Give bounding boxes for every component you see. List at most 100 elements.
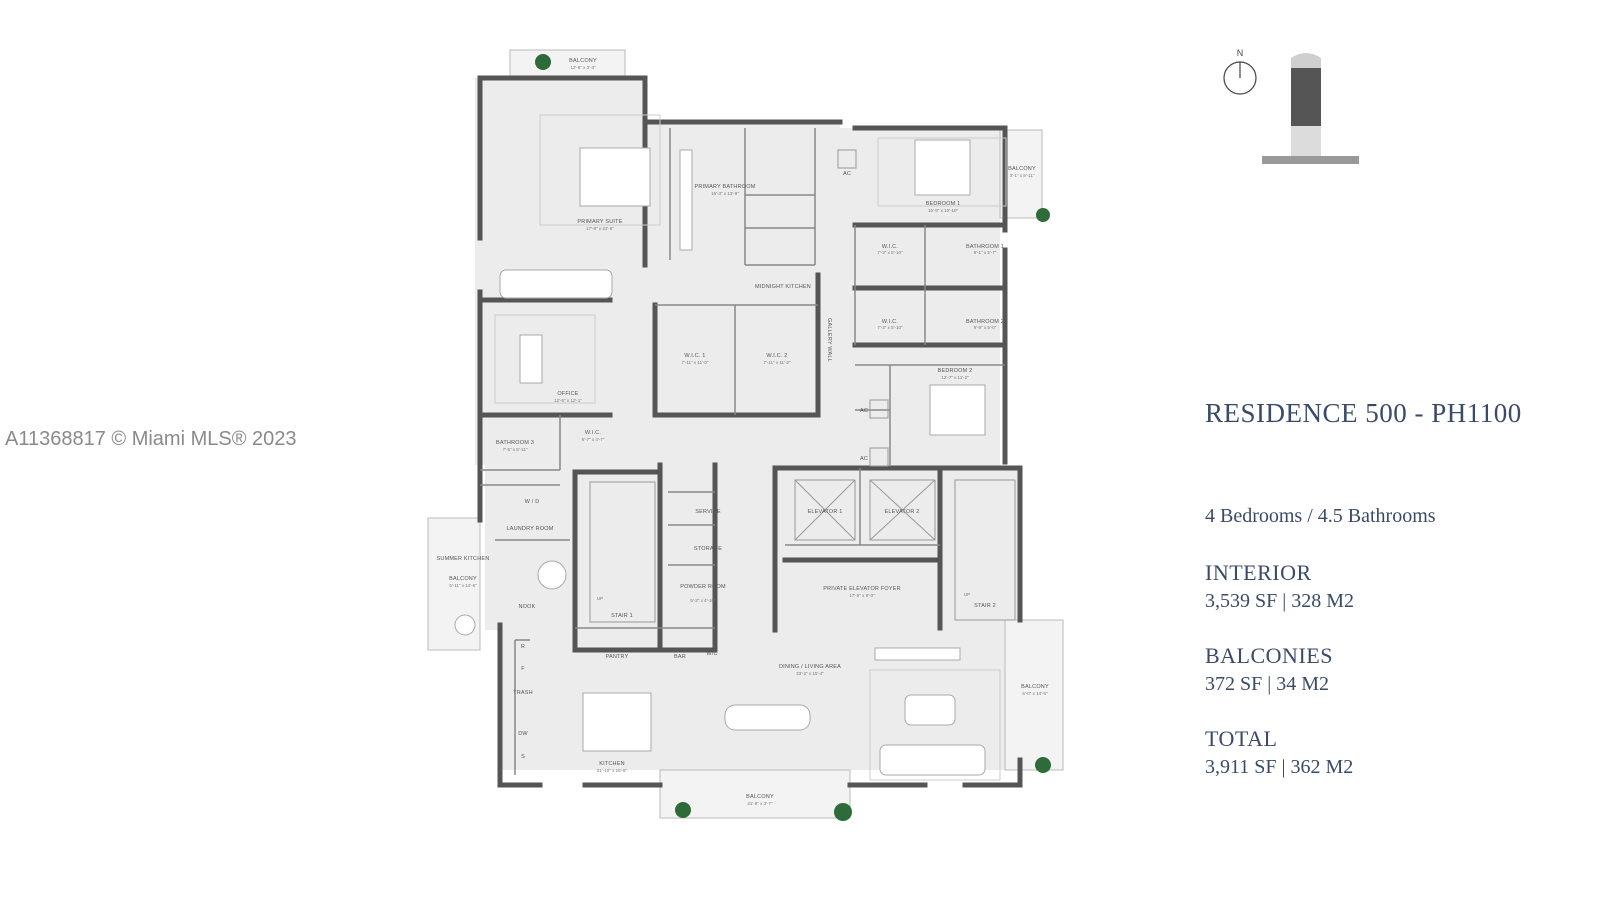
dim-wic-a: 7'-3" x 5'-10" [877,250,903,255]
primary-sofa [499,269,613,299]
balcony-right [1004,619,1064,771]
building-key-icon [1262,53,1359,164]
floor-fill [475,78,1020,770]
bathtub [679,149,693,251]
dim-bathroom-1: 9'-1" x 5'-7" [974,250,997,255]
dim-private-foyer: 17'-5" x 9'-0" [849,593,875,598]
mls-watermark: A11368817 © Miami MLS® 2023 [5,428,297,450]
north-compass-icon [1223,61,1257,95]
dim-bathroom-2: 9'-9" x 5'-0" [974,325,997,330]
label-powder-room: POWDER ROOM [680,584,726,590]
dim-bedroom-2: 12'-7" x 11'-2" [941,375,969,380]
vertical-circulation [589,149,1016,623]
label-wd: W / D [525,499,540,505]
label-elevator-2: ELEVATOR 2 [884,509,919,515]
balconies [427,49,1064,819]
label-primary-suite: PRIMARY SUITE [577,219,622,225]
label-bedroom-1: BEDROOM 1 [926,201,961,207]
primary-rug [539,114,661,226]
label-service: SERVICE [695,509,721,515]
beds-baths: 4 Bedrooms / 4.5 Bathrooms [1205,505,1436,527]
label-ac-2: AC [860,408,868,414]
up-stair-2: UP [964,592,970,597]
dim-primary-suite: 17'-8" x 23'-6" [586,226,614,231]
dim-balcony-left: 5'-11" x 14'-6" [449,583,477,588]
dim-bathroom-3: 7'-5" x 5'-11" [503,447,528,452]
label-laundry: LAUNDRY ROOM [506,526,553,532]
dim-wic-1: 7'-11" x 11'-0" [681,360,708,365]
balcony-left-table [454,614,476,636]
label-elevator-1: ELEVATOR 1 [807,509,842,515]
balcony-bottom [659,769,851,819]
dim-wic-2: 7'-11" x 11'-2" [763,360,790,365]
dim-balcony-bottom: 21'-9" x 3'-7" [747,801,773,806]
label-bar: BAR [674,654,686,660]
label-ac-3: AC [860,456,868,462]
office-desk [519,334,543,384]
label-kitchen: KITCHEN [599,761,625,767]
label-storage: STORAGE [694,546,722,552]
dim-kitchen: 21'-10" x 16'-5" [597,768,628,773]
primary-bed [579,147,651,207]
balcony-top [509,49,626,79]
living-rug [869,669,1001,781]
label-appl-f: F [521,666,525,672]
coffee-table [904,694,956,726]
up-stair-1: UP [597,596,603,601]
label-balcony-right-top: BALCONY [1008,166,1036,172]
label-primary-bathroom: PRIMARY BATHROOM [695,184,756,190]
label-midnight-kitchen: MIDNIGHT KITCHEN [755,284,811,290]
label-stair-2: STAIR 2 [974,603,996,609]
label-wic-a: W.I.C. [882,244,898,250]
label-balcony-right: BALCONY [1021,684,1049,690]
dim-dining-living: 33'-2" x 15'-4" [796,671,824,676]
tv-console [874,647,961,661]
dim-wic-b: 7'-3" x 5'-10" [877,325,903,330]
label-balcony-top: BALCONY [569,58,597,64]
bedroom-1-bed [914,139,971,196]
label-pantry: PANTRY [605,654,628,660]
nook-table [537,560,567,590]
label-dining-living: DINING / LIVING AREA [779,664,841,670]
label-appl-r: R [521,644,525,650]
furniture [454,114,1007,781]
label-wic-2: W.I.C. 2 [766,353,787,359]
label-appl-dw: DW [518,731,528,737]
label-stair-1: STAIR 1 [611,613,633,619]
dim-wic-c: 6'-7" x 4'-7" [582,437,605,442]
balconies-label: BALCONIES [1205,643,1333,668]
label-appl-s: S [521,754,525,760]
label-bathroom-3: BATHROOM 3 [496,440,534,446]
dining-table [724,704,811,731]
label-bathroom-1: BATHROOM 1 [966,244,1004,250]
bedroom-2-bed [929,384,986,436]
total-value: 3,911 SF | 362 M2 [1205,756,1354,778]
label-wic-1: W.I.C. 1 [684,353,705,359]
label-bedroom-2: BEDROOM 2 [938,368,973,374]
plants [535,54,1051,821]
label-ac-1: AC [843,171,851,177]
room-labels: BALCONY 12'-6" x 3'-3" PRIMARY SUITE 17'… [437,58,1049,806]
label-gallery-wall: GALLERY WALL [826,318,832,362]
label-wic-c: W.I.C. [585,430,601,436]
dim-balcony-right-top: 3'-1" x 9'-11" [1010,173,1035,178]
residence-title: RESIDENCE 500 - PH1100 [1205,398,1522,428]
compass-label: N [1237,48,1244,58]
walls [477,75,1023,788]
label-balcony-bottom: BALCONY [746,794,774,800]
bedroom-1-rug [877,137,1007,207]
interior-label: INTERIOR [1205,560,1312,585]
label-summer-kitchen: SUMMER KITCHEN [437,556,490,562]
dim-bedroom-1: 16'-9" x 10'-10" [928,208,959,213]
interior-value: 3,539 SF | 328 M2 [1205,590,1355,612]
partitions [480,128,1005,775]
dim-powder-room: 5'-2" x 4'-10" [690,598,716,603]
dim-primary-bathroom: 16'-3" x 13'-9" [711,191,739,196]
balconies-value: 372 SF | 34 M2 [1205,673,1330,695]
kitchen-island [582,692,652,752]
total-label: TOTAL [1205,726,1278,751]
dim-office: 12'-5" x 12'-1" [554,398,582,403]
label-wic-b: W.I.C. [882,319,898,325]
dim-balcony-right: 6'-0" x 14'-5" [1022,691,1048,696]
